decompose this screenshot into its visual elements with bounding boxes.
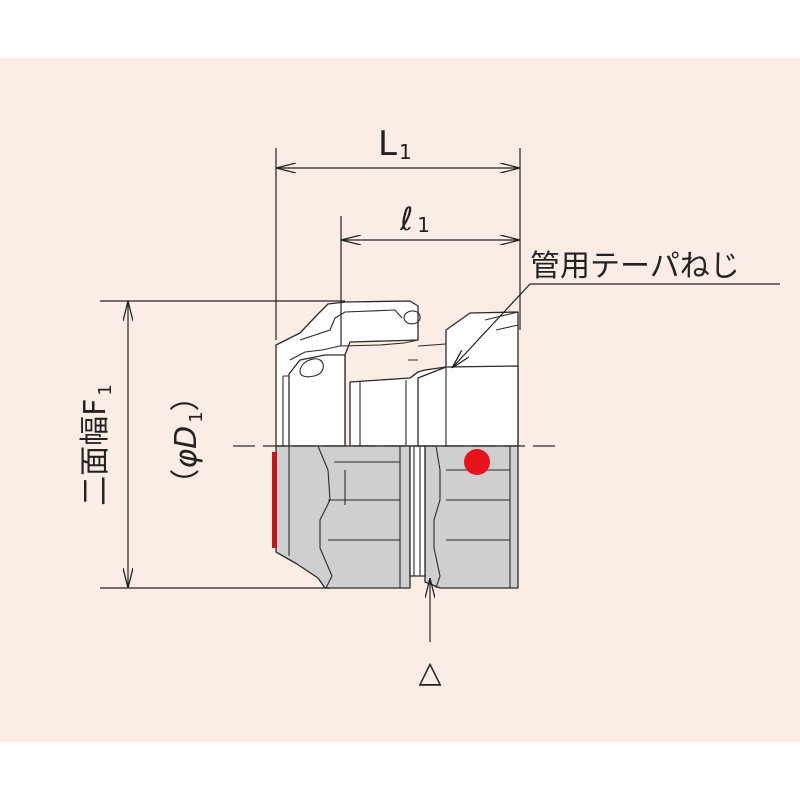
dimension-l1 [340,216,520,346]
seal-strip [272,452,277,548]
triangle-label: △ [418,655,441,690]
fitting-lower-details [288,445,511,589]
dimension-L1 [275,148,521,340]
thread-leader [452,283,780,368]
gap-ring [409,445,426,577]
dimension-F1 [100,300,345,589]
thread-end [417,365,519,447]
fitting-lower-half [275,445,519,589]
diameter-label: （φD1） [169,381,207,498]
svg-text:二面幅F1: 二面幅F1 [78,384,116,506]
fitting-upper-details [282,309,519,446]
svg-text:（φD1）: （φD1） [169,381,207,498]
thread-label: 管用テーパねじ [530,249,740,284]
plug-inner-step [288,354,346,447]
flat-width-label: 二面幅F1 [78,384,116,506]
red-dot-icon [464,449,490,475]
